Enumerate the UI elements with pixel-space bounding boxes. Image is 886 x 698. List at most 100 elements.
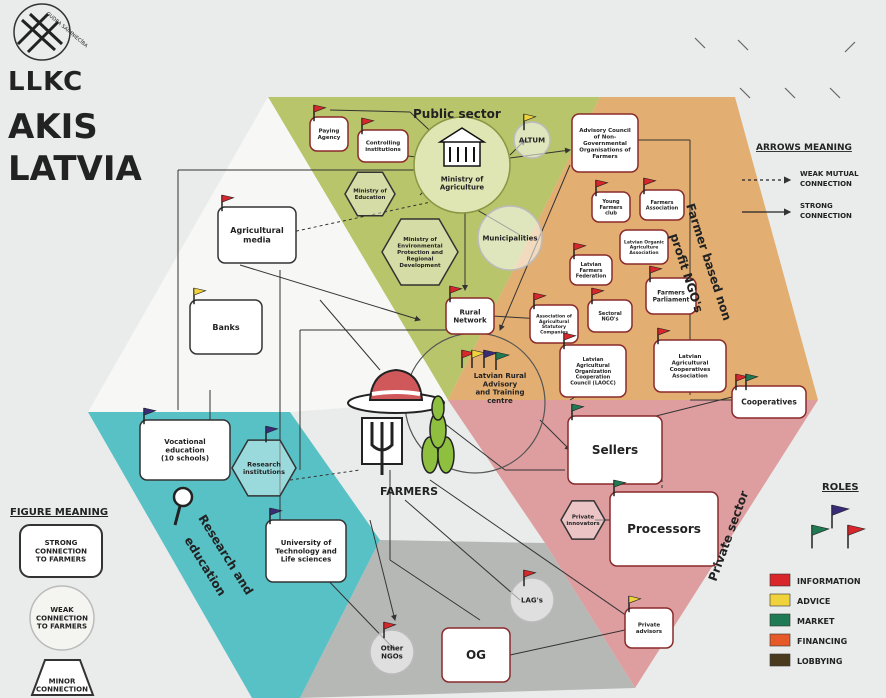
role-flag-icon [495, 351, 511, 370]
sellers-node[interactable]: Sellers [567, 403, 663, 485]
farmers-label: FARMERS [380, 485, 438, 498]
sellers-line: Sellers [592, 443, 638, 457]
latvian-rural-advisory-line: Latvian Rural [474, 372, 527, 380]
sectoral-ngos-line: Sectoral [598, 311, 622, 317]
screen-marks [694, 37, 856, 99]
latvian-organic-line: Association [629, 250, 658, 256]
role-label: ADVICE [797, 597, 830, 606]
weak-arrow-label-1: WEAK MUTUAL [800, 170, 859, 178]
minor-figure-sample [30, 659, 95, 696]
statutory-companies-line: Companies [540, 330, 568, 336]
role-flag-icon [383, 621, 397, 639]
university-line: Life sciences [281, 556, 332, 564]
role-swatch [769, 653, 791, 667]
cooperatives-node[interactable]: Cooperatives [731, 373, 807, 419]
ministry-environment-line: Development [399, 263, 441, 269]
role-flag-icon [657, 327, 671, 345]
sectoral-ngos-line: NGO's [601, 317, 618, 323]
role-flag-icon [643, 177, 657, 195]
laocc-line: Latvian [583, 357, 604, 363]
controlling-institutions-line: institutions [365, 147, 401, 153]
ministry-environment-line: Ministry of [403, 237, 437, 243]
banks-line: Banks [212, 323, 240, 332]
role-flag-icon [613, 479, 627, 497]
role-flag-icon [483, 349, 499, 368]
rural-network-line: Rural [460, 308, 481, 316]
latvian-farmers-federation-line: Federation [576, 274, 607, 280]
og-line: OG [466, 648, 486, 662]
figure-minor-line: CONNECTION [36, 686, 88, 694]
role-flag-icon [591, 287, 605, 305]
role-label: INFORMATION [797, 577, 861, 586]
vocational-education-line: (10 schools) [161, 455, 209, 463]
role-flag-icon [265, 425, 279, 443]
role-flag-icon [595, 179, 609, 197]
farmers-association-line: Farmers [650, 200, 673, 206]
role-label: LOBBYING [797, 657, 842, 666]
banks-node[interactable]: Banks [189, 287, 263, 355]
advisory-council-line: Advisory Council [579, 128, 631, 134]
role-flag-icon [571, 403, 585, 421]
research-institutions-line: institutions [243, 468, 285, 476]
cooperatives-association-node[interactable]: LatvianAgriculturalCooperativesAssociati… [653, 327, 727, 393]
municipalities-node[interactable]: Municipalities [477, 205, 543, 271]
altum-line: ALTUM [519, 136, 545, 144]
weak-arrow-label-2: CONNECTION [800, 180, 852, 188]
title-line2: LATVIA [8, 149, 142, 189]
role-flag-icon [735, 373, 749, 391]
og-node[interactable]: OG [441, 627, 511, 683]
private-advisors-line: Private [638, 623, 661, 629]
strong-arrow-label-2: CONNECTION [800, 212, 852, 220]
farmers-parliament-line: Farmers [657, 290, 685, 297]
other-ngos-line: Other [381, 644, 404, 652]
farmer-icon [347, 368, 445, 414]
laocc-line: Cooperation [576, 375, 611, 381]
role-flag-icon [461, 349, 477, 368]
laocc-node[interactable]: LatvianAgriculturalOrganizationCooperati… [559, 332, 627, 398]
research-institutions-line: Research [247, 460, 281, 468]
llkc-logo [13, 3, 71, 61]
pitchfork-icon [361, 417, 403, 475]
role-flag-icon [745, 373, 759, 391]
processors-node[interactable]: Processors [609, 479, 719, 567]
university-line: Technology and [275, 547, 336, 555]
advisory-council-line: Governmental [583, 141, 627, 147]
role-flag-icon [471, 349, 487, 368]
lags-line: LAG's [521, 596, 543, 604]
cooperatives-association-line: Agricultural [672, 361, 709, 367]
role-flag-icon [523, 113, 537, 131]
advisory-council-line: Organisations of [579, 147, 631, 153]
role-flag-icon [269, 507, 283, 525]
lags-node[interactable]: LAG's [509, 569, 555, 623]
altum-node[interactable]: ALTUM [513, 113, 551, 159]
rural-network-line: Network [453, 317, 487, 325]
public-sector-region [268, 97, 600, 400]
figure-strong-line: TO FARMERS [36, 556, 86, 564]
figure-strong-line: CONNECTION [35, 547, 87, 555]
title-line1: AKIS [8, 107, 98, 147]
research-sector-region [88, 412, 380, 698]
strong-figure-sample [19, 524, 103, 578]
latvian-rural-advisory-line: centre [487, 397, 513, 405]
